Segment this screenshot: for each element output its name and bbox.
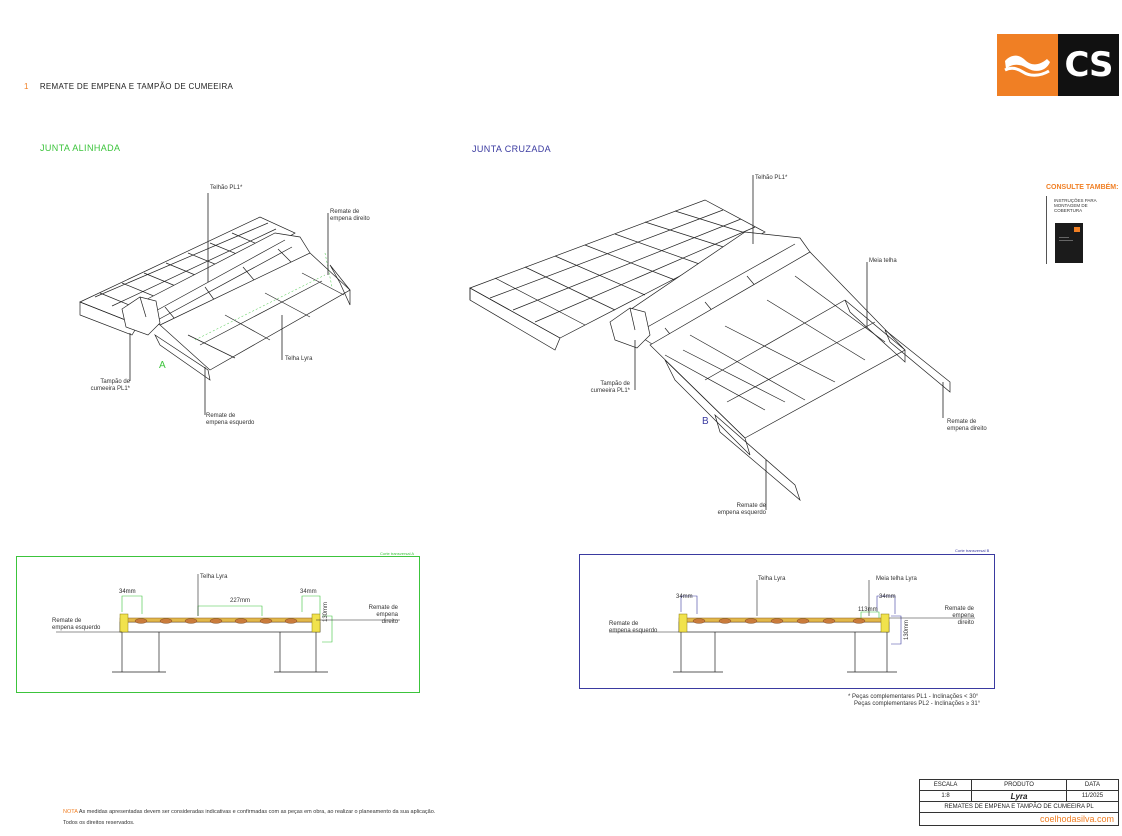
label-remate-esq-right: Remate de empena esquerdo — [712, 503, 766, 517]
label-tampao-left: Tampão de cumeeira PL1* — [88, 379, 130, 393]
section-a-dim-left: 34mm — [119, 589, 136, 595]
label-remate-esq-left: Remate de empena esquerdo — [206, 413, 254, 427]
section-b-dim-height: 130mm — [904, 619, 910, 640]
marker-a: A — [159, 360, 166, 371]
note-text: As medidas apresentadas devem ser consid… — [78, 809, 436, 815]
section-a-dim-height: 130mm — [323, 601, 329, 622]
right-isometric-drawing — [469, 175, 951, 510]
doc-line: COBERTURA — [1054, 208, 1083, 213]
section-b-telha-label: Telha Lyra — [758, 576, 786, 582]
label-line: Remate de — [368, 605, 398, 611]
footnote-line: Peças complementares PL2 - Inclinações ≥… — [854, 701, 981, 707]
sidebar-divider — [1046, 196, 1047, 264]
left-drawing-title: JUNTA ALINHADA — [40, 143, 121, 153]
section-b-dim-mid: 113mm — [858, 607, 878, 613]
marker-b: B — [702, 416, 709, 427]
label-telha-left: Telha Lyra — [285, 356, 313, 362]
doc-line: MONTAGEM DE — [1054, 203, 1088, 208]
right-drawing-title: JUNTA CRUZADA — [472, 144, 552, 154]
label-line: Remate de — [206, 413, 236, 419]
footnote: * Peças complementares PL1 - Inclinações… — [848, 694, 980, 708]
label-line: cumeeira PL1* — [90, 386, 130, 392]
sidebar-title: CONSULTE TAMBÉM: — [1046, 184, 1119, 191]
section-a-caption: Corte transversal A — [380, 551, 415, 556]
section-a-drawing — [56, 574, 400, 673]
section-b-dim-left: 34mm — [676, 594, 693, 600]
label-line: empena direito — [330, 216, 370, 222]
brand-logo: CS — [997, 34, 1119, 96]
section-b-meia-label: Meia telha Lyra — [876, 576, 917, 582]
section-a-dim-mid: 227mm — [230, 598, 251, 604]
tb-descricao: REMATES DE EMPENA E TAMPÃO DE CUMEEIRA P… — [919, 801, 1119, 813]
label-line: cumeeira PL1* — [590, 388, 630, 394]
label-line: empena esquerdo — [609, 628, 658, 634]
label-meia-telha-right: Meia telha — [869, 258, 897, 264]
doc-thumbnail[interactable] — [1055, 223, 1083, 263]
footnote-line: * Peças complementares PL1 - Inclinações… — [848, 694, 979, 700]
page-title: REMATE DE EMPENA E TAMPÃO DE CUMEEIRA — [39, 82, 234, 91]
left-isometric-drawing — [79, 193, 351, 415]
tb-data: 11/2025 — [1065, 790, 1120, 802]
section-a-telha-label: Telha Lyra — [200, 574, 228, 580]
title-block: ESCALA PRODUTO DATA 1:8 Lyra 11/2025 REM… — [918, 779, 1120, 826]
label-line: Remate de — [52, 618, 82, 624]
label-telhao-right: Telhão PL1* — [755, 175, 788, 181]
section-b-remate-dir: Remate de empena direito — [938, 606, 974, 627]
label-line: empena esquerdo — [717, 510, 766, 516]
section-b-drawing — [609, 580, 975, 673]
tb-header-escala: ESCALA — [918, 779, 973, 791]
label-remate-dir-left: Remate de empena direito — [330, 209, 370, 223]
section-b-dim-right: 34mm — [879, 594, 896, 600]
page-header: 1 REMATE DE EMPENA E TAMPÃO DE CUMEEIRA — [24, 82, 233, 91]
doc-line: INSTRUÇÕES PARA — [1054, 198, 1097, 203]
label-line: empena direito — [947, 426, 987, 432]
section-b-remate-esq: Remate de empena esquerdo — [609, 621, 657, 635]
section-a-box — [16, 556, 420, 693]
tb-escala: 1:8 — [918, 790, 973, 802]
label-line: empena direito — [376, 612, 398, 625]
tb-produto: Lyra — [971, 790, 1067, 802]
section-a-remate-dir: Remate de empena direito — [362, 605, 398, 626]
logo-text: CS — [1058, 34, 1119, 96]
label-remate-dir-right: Remate de empena direito — [947, 419, 987, 433]
label-line: empena esquerdo — [52, 625, 101, 631]
rights-text: Todos os direitos reservados. — [63, 820, 135, 826]
note: NOTA As medidas apresentadas devem ser c… — [63, 807, 435, 829]
section-b-caption: Corte transversal B — [955, 548, 990, 553]
label-line: empena direito — [952, 613, 974, 626]
section-a-remate-esq: Remate de empena esquerdo — [52, 618, 100, 632]
tb-header-produto: PRODUTO — [971, 779, 1067, 791]
tb-website[interactable]: coelhodasilva.com — [919, 812, 1119, 826]
section-a-dim-right: 34mm — [300, 589, 317, 595]
label-line: empena esquerdo — [206, 420, 255, 426]
section-b-box — [579, 554, 995, 689]
label-line: Remate de — [736, 503, 766, 509]
tb-header-data: DATA — [1065, 779, 1120, 791]
label-tampao-right: Tampão de cumeeira PL1* — [588, 381, 630, 395]
label-line: Remate de — [944, 606, 974, 612]
section-number: 1 — [24, 82, 29, 91]
label-line: Remate de — [609, 621, 639, 627]
label-telhao-left: Telhão PL1* — [210, 185, 243, 191]
label-line: Remate de — [330, 209, 360, 215]
note-label: NOTA — [63, 809, 78, 815]
label-line: Tampão de — [600, 381, 630, 387]
wave-brand-icon — [997, 34, 1058, 96]
label-line: Tampão de — [100, 379, 130, 385]
sidebar-doc-link[interactable]: INSTRUÇÕES PARA MONTAGEM DE COBERTURA — [1054, 198, 1097, 213]
label-line: Remate de — [947, 419, 977, 425]
